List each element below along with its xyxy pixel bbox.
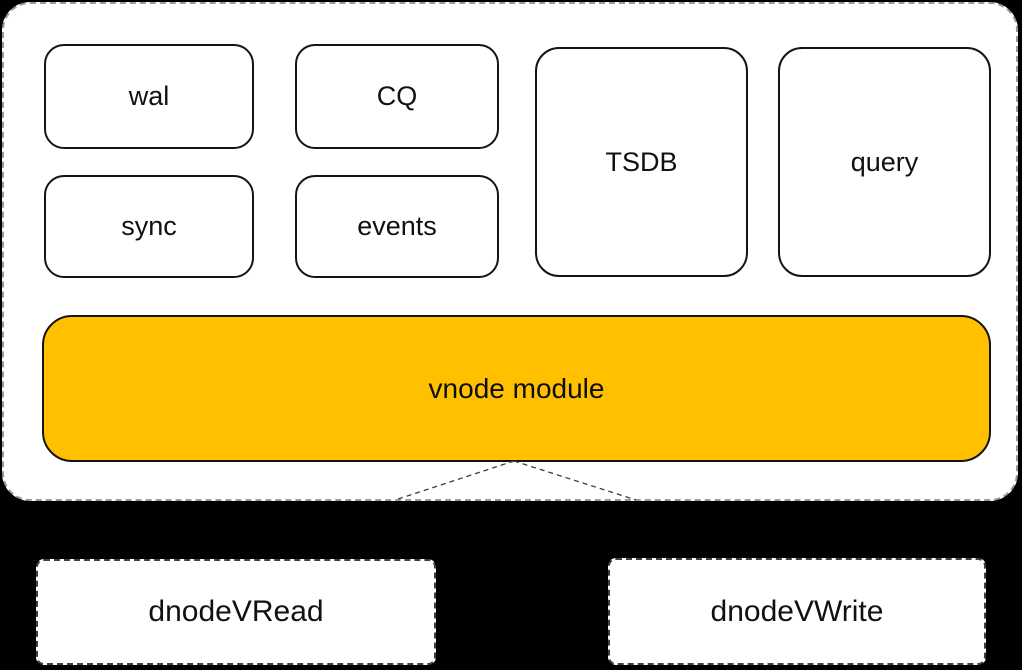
dnode-vwrite-box: dnodeVWrite <box>608 558 986 665</box>
vnode-container-box: wal CQ sync events TSDB query vnode modu… <box>2 2 1018 501</box>
module-box-sync: sync <box>44 175 254 278</box>
module-box-events: events <box>295 175 499 278</box>
vnode-module-bar: vnode module <box>42 315 991 462</box>
module-box-wal: wal <box>44 44 254 149</box>
module-box-query: query <box>778 47 991 277</box>
module-box-tsdb: TSDB <box>535 47 748 277</box>
module-box-cq: CQ <box>295 44 499 149</box>
dnode-vread-box: dnodeVRead <box>36 559 436 665</box>
